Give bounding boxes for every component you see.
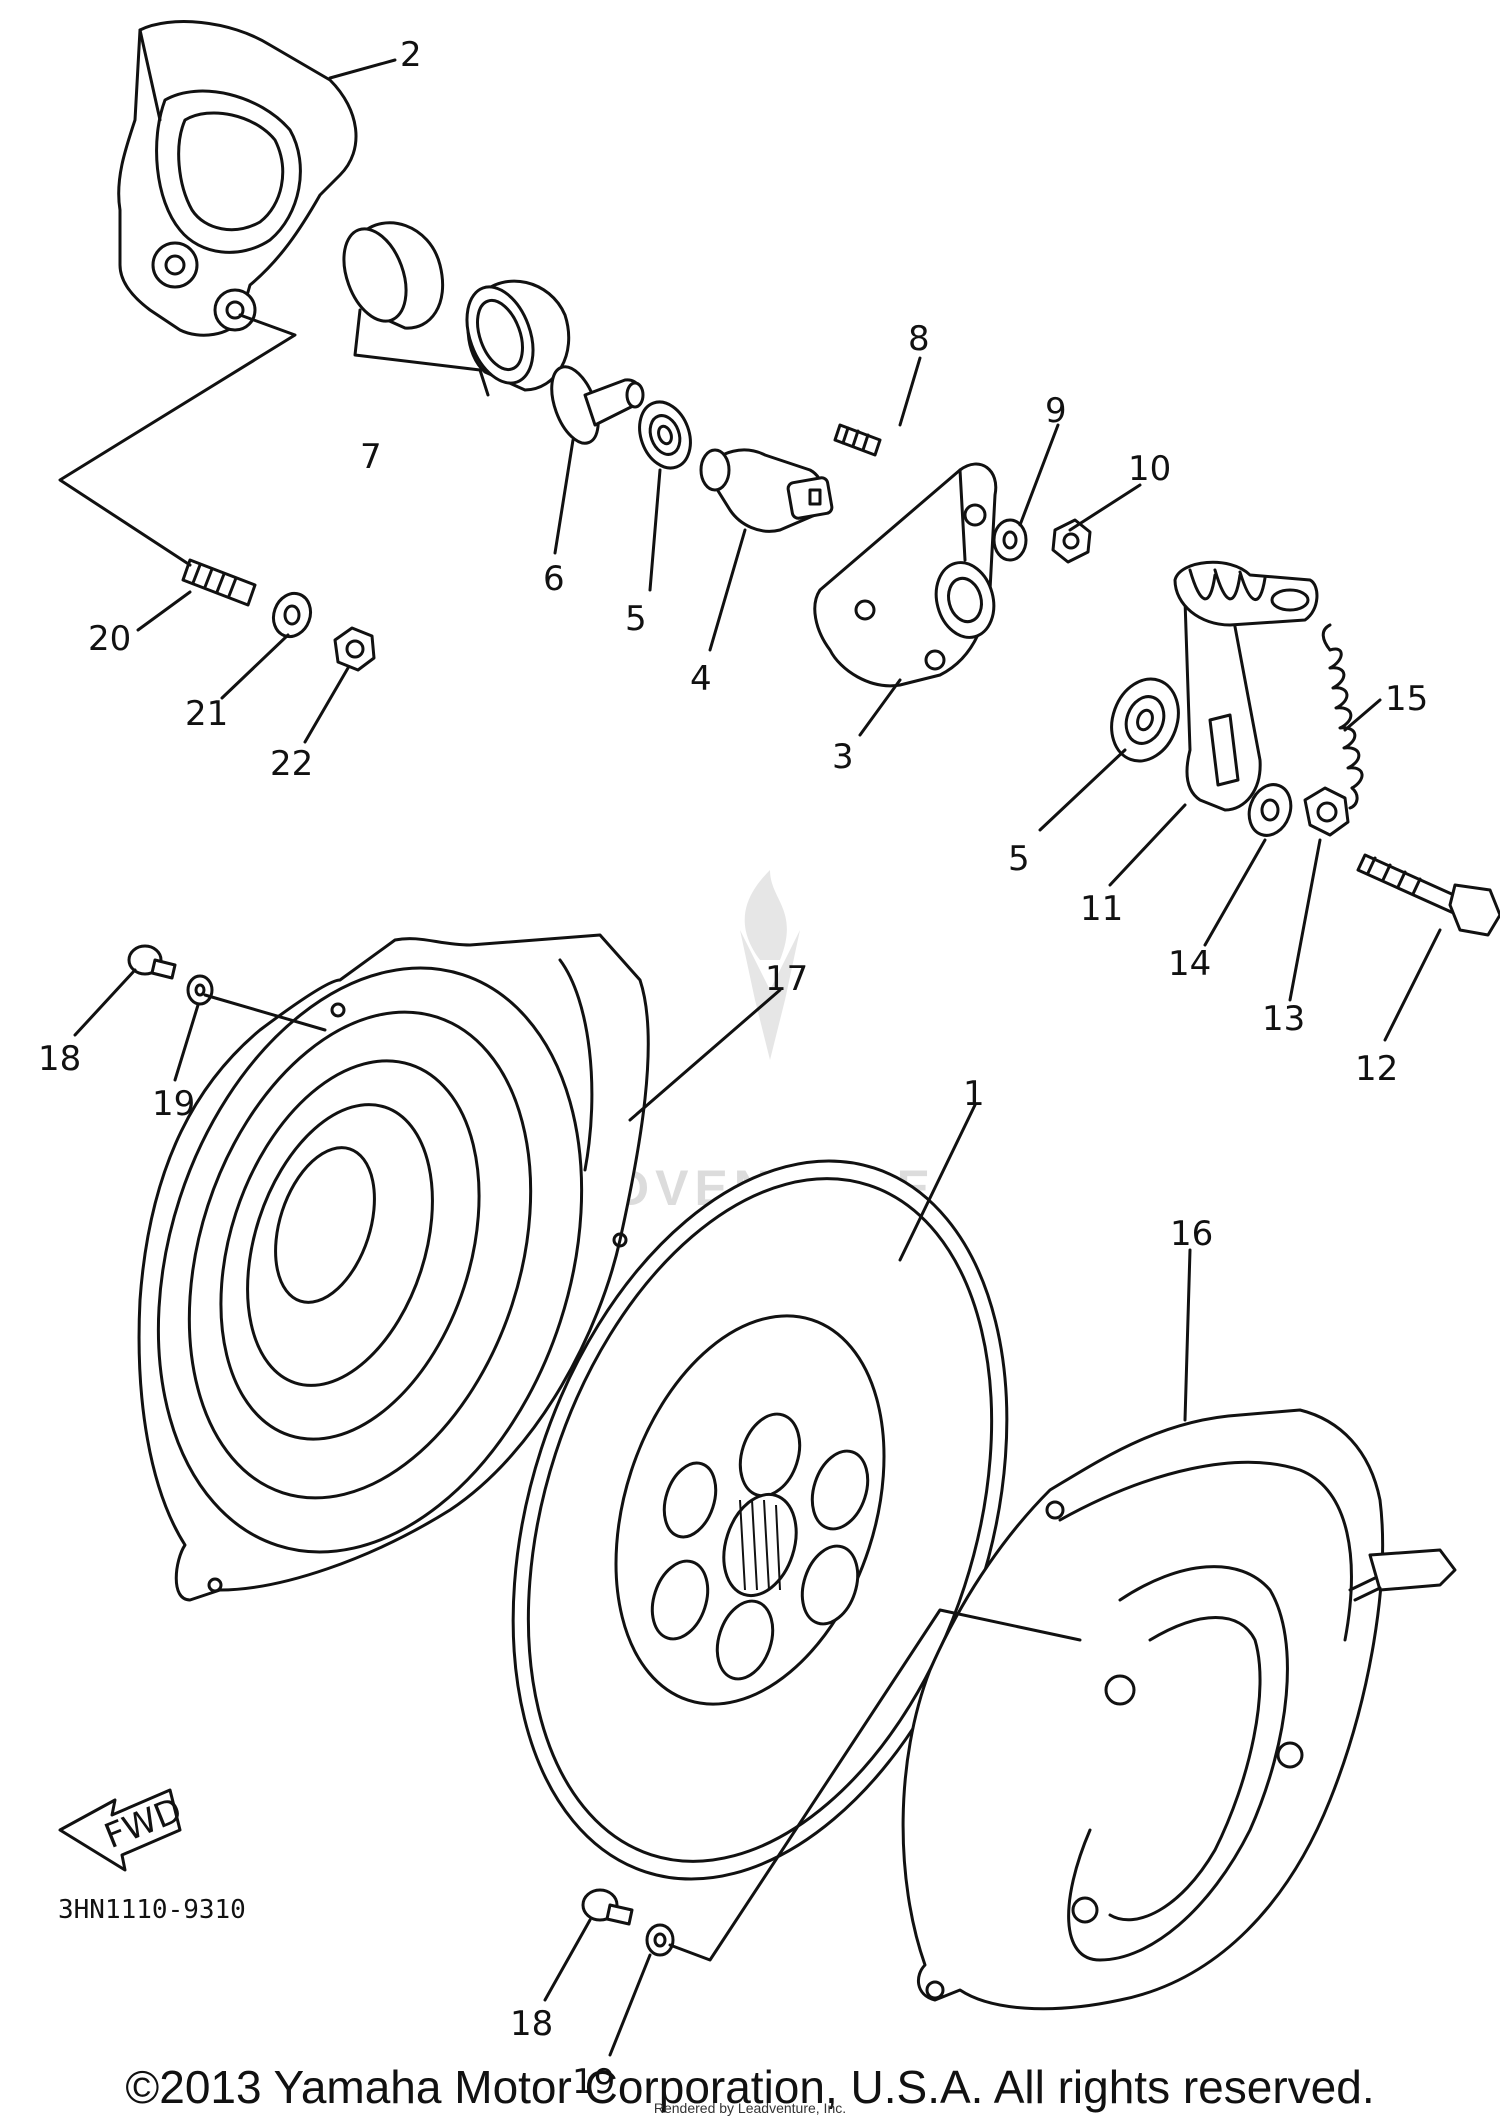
callout-12: 12 [1355, 1049, 1398, 1089]
callout-15: 15 [1385, 679, 1428, 719]
callout-14: 14 [1168, 944, 1211, 984]
callout-20: 20 [88, 619, 131, 659]
diagram-code: 3HN1110-9310 [58, 1895, 246, 1925]
part-15-spring [1321, 623, 1364, 810]
callout-9: 9 [1045, 391, 1067, 431]
part-5-bearing-lower [1110, 677, 1180, 763]
callout-7: 7 [360, 437, 382, 477]
part-14-washer [1247, 783, 1293, 837]
part-16-backing-plate [901, 1408, 1457, 2011]
rendered-by-note: Rendered by Leadventure, Inc. [653, 2100, 847, 2116]
callout-19-lower: 19 [572, 2062, 615, 2102]
callout-5-upper: 5 [625, 599, 647, 639]
callout-4: 4 [690, 659, 712, 699]
callout-19-upper: 19 [152, 1084, 195, 1124]
callout-18-upper: 18 [38, 1039, 81, 1079]
part-3-housing [813, 462, 998, 688]
part-4-camshaft [699, 448, 834, 533]
part-11-lever [1173, 560, 1319, 812]
callout-16: 16 [1170, 1214, 1213, 1254]
part-12-bolt [1356, 853, 1500, 937]
part-19-washer-lower [645, 1923, 675, 1957]
copyright-notice: ©2013 Yamaha Motor Corporation, U.S.A. A… [125, 2061, 1375, 2113]
callout-11: 11 [1080, 889, 1123, 929]
callout-21: 21 [185, 694, 228, 734]
part-9-washer [992, 518, 1028, 562]
callout-labels: 2 8 9 10 7 6 5 4 3 15 5 11 14 13 12 20 2… [38, 35, 1428, 2102]
callout-8: 8 [908, 319, 930, 359]
part-19-washer-upper [186, 974, 214, 1006]
part-10-nut [1051, 518, 1092, 564]
part-17-cover [137, 933, 650, 1602]
callout-3: 3 [832, 737, 854, 777]
callout-22: 22 [270, 744, 313, 784]
part-6-seal [550, 365, 645, 445]
part-13-nut [1303, 786, 1350, 837]
callout-18-lower: 18 [510, 2004, 553, 2044]
part-8-stud [833, 423, 882, 457]
leader-lines [73, 58, 1442, 2057]
part-2-caliper-bracket [117, 20, 358, 337]
part-18-bolt-lower [581, 1888, 634, 1926]
callout-10: 10 [1128, 449, 1171, 489]
callout-5-lower: 5 [1008, 839, 1030, 879]
part-22-nut [333, 626, 376, 672]
callout-17: 17 [765, 959, 808, 999]
part-7-pistons [342, 221, 571, 397]
part-20-stud [181, 558, 257, 607]
callout-13: 13 [1262, 999, 1305, 1039]
part-18-bolt-upper [127, 944, 177, 980]
callout-2: 2 [400, 35, 422, 75]
part-5-bearing-upper [638, 400, 692, 470]
callout-1: 1 [963, 1074, 985, 1114]
callout-6: 6 [543, 559, 565, 599]
fwd-arrow: FWD [58, 1788, 188, 1872]
part-21-washer [271, 591, 313, 639]
part-1-brake-disc [511, 1159, 1009, 1881]
